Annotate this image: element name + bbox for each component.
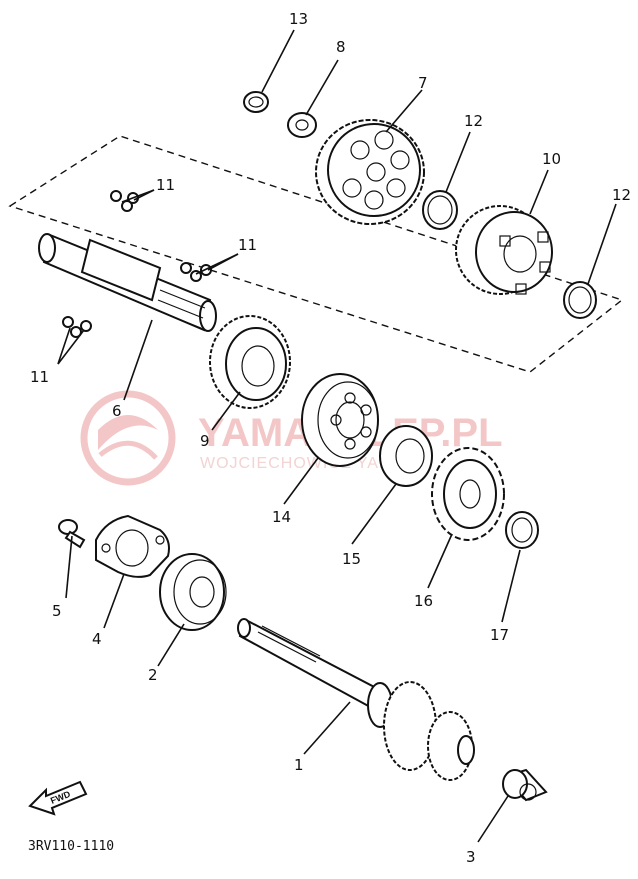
label-9: 9 (200, 432, 210, 450)
label-13: 13 (289, 10, 308, 28)
part-13-circlip (243, 91, 269, 113)
part-7-gear (315, 119, 425, 225)
label-10: 10 (542, 150, 561, 168)
diagram-code: 3RV110-1110 (28, 839, 114, 854)
part-2-bearing (159, 553, 227, 631)
label-12-lower: 12 (612, 186, 631, 204)
label-3: 3 (466, 848, 476, 866)
part-11-balls (62, 190, 212, 338)
label-11-left: 11 (30, 368, 49, 386)
label-16: 16 (414, 592, 433, 610)
label-17: 17 (490, 626, 509, 644)
label-8: 8 (336, 38, 346, 56)
part-1-main-shaft (237, 618, 475, 781)
fwd-arrow: FWD (28, 780, 88, 816)
part-12-circlip-upper (422, 190, 458, 230)
label-7: 7 (418, 74, 428, 92)
callout-labels: 13 8 7 12 10 12 11 11 11 6 9 14 15 16 17… (30, 10, 631, 866)
assembly-outline (8, 135, 624, 373)
label-1: 1 (294, 756, 304, 774)
label-14: 14 (272, 508, 291, 526)
part-16-sprocket (431, 447, 505, 541)
watermark-logo (80, 390, 176, 486)
part-15-oil-seal (379, 425, 433, 487)
part-3-bushing (502, 768, 548, 802)
label-5: 5 (52, 602, 62, 620)
label-11-top: 11 (156, 176, 175, 194)
part-6-shaft (38, 233, 217, 332)
part-10-dog-gear (455, 205, 553, 295)
label-2: 2 (148, 666, 158, 684)
label-11-right: 11 (238, 236, 257, 254)
label-15: 15 (342, 550, 361, 568)
leader-lines (57, 29, 617, 843)
part-9-gear (209, 315, 291, 409)
part-4-plate (95, 514, 170, 578)
part-5-bolt (58, 519, 86, 549)
label-12-upper: 12 (464, 112, 483, 130)
part-17-circlip (505, 511, 539, 549)
part-12-circlip-lower (563, 281, 597, 319)
label-6: 6 (112, 402, 122, 420)
label-4: 4 (92, 630, 102, 648)
part-8-washer (287, 112, 317, 138)
part-14-bearing (301, 373, 379, 467)
